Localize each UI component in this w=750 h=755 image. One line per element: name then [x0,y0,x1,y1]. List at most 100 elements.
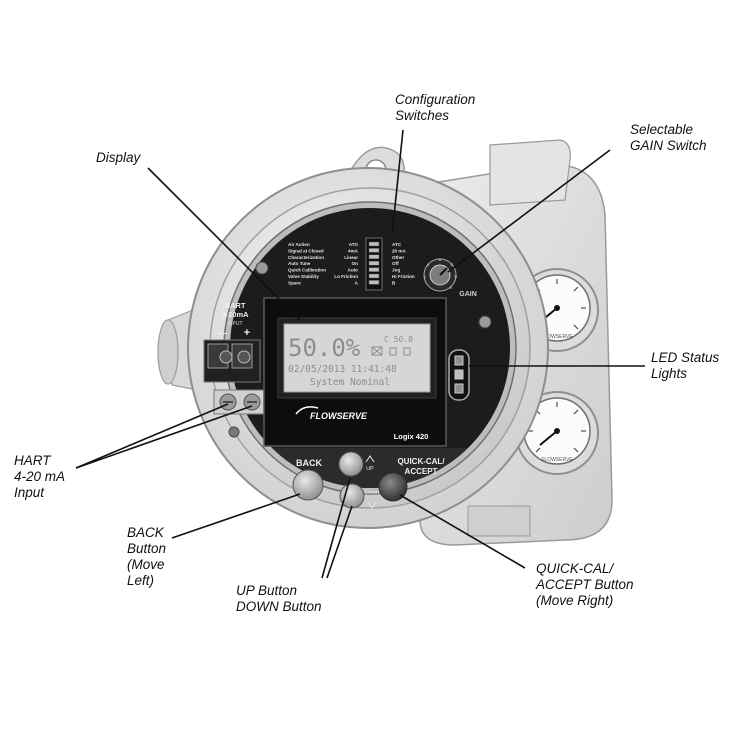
callout-line: Selectable [630,122,694,137]
button-panel: BACK UP Down QUICK-CAL/ ACCEPT [292,451,445,509]
lcd-datetime: 02/05/2013 11:41:48 [288,364,397,375]
callout-line: (Move Right) [536,593,614,608]
callout-up-down: UP Button DOWN Button [236,583,322,615]
svg-text:C: C [451,262,454,267]
config-row-option-b: B [392,280,396,285]
config-row-name: Spare [288,280,301,285]
screw [255,261,269,275]
down-button[interactable] [339,483,365,509]
hart-label-line3: INPUT [228,321,243,327]
hart-label-line1: HART [225,301,246,310]
config-row-option-b: Hi Friction [392,274,415,279]
lcd-status: System Nominal [310,377,390,388]
quick-cal-accept-button[interactable] [378,472,408,502]
dip-switch[interactable] [368,273,380,279]
callout-line: HART [14,453,51,468]
callout-line: Left) [127,573,155,588]
down-button-label: Down [365,490,379,496]
callout-line: Button [127,541,167,556]
gauge-brand: FLOWSERVE [541,334,573,340]
dip-switch[interactable] [368,260,380,266]
hart-label-line2: 4-20mA [221,310,249,319]
callout-hart-input: HART 4-20 mA Input [14,453,65,501]
gain-label: GAIN [459,291,477,298]
led-red [454,383,464,394]
leader-hart-2 [75,405,253,469]
up-button[interactable] [338,451,364,477]
config-row-option-a: Lo Friction [334,274,358,279]
configuration-switches[interactable] [365,237,383,291]
svg-text:F: F [424,275,427,280]
leader-down [326,505,353,579]
callout-line: QUICK-CAL/ [536,561,614,576]
back-button-label: BACK [296,458,322,468]
callout-line: Input [14,485,45,500]
svg-text:E: E [450,285,453,290]
config-row-option-a: A [355,280,359,285]
callout-selectable-gain: Selectable GAIN Switch [630,122,707,154]
brand-logo: FLOWSERVE [310,411,368,421]
config-row-option-a: ATO [349,242,359,247]
callout-back-button: BACK Button (Move Left) [127,525,166,589]
callout-line: Switches [395,108,450,123]
dip-switch[interactable] [368,248,380,253]
svg-text:D: D [455,274,458,279]
config-row-option-b: 20 mA [392,248,406,253]
leader-up [321,477,351,579]
lcd-screen [283,323,431,393]
dip-switch[interactable] [368,267,380,272]
callout-line: (Move [127,557,165,572]
config-row-option-b: ATC [392,242,402,247]
svg-text:A: A [427,262,430,267]
config-row-option-a: 4mA [348,248,359,253]
config-row-name: Quick Calibration [288,268,326,273]
leader-hart-1 [75,403,229,469]
config-row-option-b: Jog [392,268,400,273]
config-row-option-b: Off [392,261,399,266]
polarity-plus: + [244,327,250,339]
dip-switch[interactable] [368,280,380,285]
quick-cal-label-line1: QUICK-CAL/ [397,457,445,466]
leader-gain [447,149,611,273]
lcd-secondary: C 50.0 [384,335,413,344]
config-row-name: Characterization [288,255,324,260]
screw [478,315,492,329]
gain-switch[interactable]: B C D E A F GAIN [423,257,477,298]
leader-back [171,493,301,539]
callout-configuration-switches: Configuration Switches [395,92,475,124]
dip-switch[interactable] [368,241,380,247]
lcd-value: 50.0% [288,334,361,362]
leader-display [147,167,301,321]
callout-line: BACK [127,525,164,540]
config-row-name: Air Action [288,242,310,247]
callout-line: LED Status [651,350,720,365]
callout-line: DOWN Button [236,599,322,614]
callout-display: Display [96,150,140,166]
svg-text:B: B [439,257,442,262]
gauge-brand: FLOWSERVE [541,457,573,463]
callout-line: Lights [651,366,688,381]
config-row-option-a: Linear [344,255,358,260]
up-button-label: UP [366,466,374,472]
callout-line: GAIN Switch [630,138,707,153]
led-green [454,355,464,366]
leader-lines [75,129,645,579]
back-button[interactable] [292,469,324,501]
polarity-minus: — [217,328,227,339]
leader-quick-cal [399,494,526,569]
callout-line: Configuration [395,92,476,107]
callout-led-status: LED Status Lights [651,350,719,382]
led-status-lights [448,349,470,401]
model-label: Logix 420 [394,432,429,441]
callout-line: 4-20 mA [14,469,66,484]
led-yellow [454,369,464,380]
quick-cal-label-line2: ACCEPT [405,467,438,476]
callout-line: Display [96,150,141,165]
config-row-option-a: Auto [348,268,359,273]
screw [228,426,240,438]
config-row-name: Valve Stability [288,274,319,279]
leader-configuration [391,129,404,236]
dip-switch[interactable] [368,254,380,260]
